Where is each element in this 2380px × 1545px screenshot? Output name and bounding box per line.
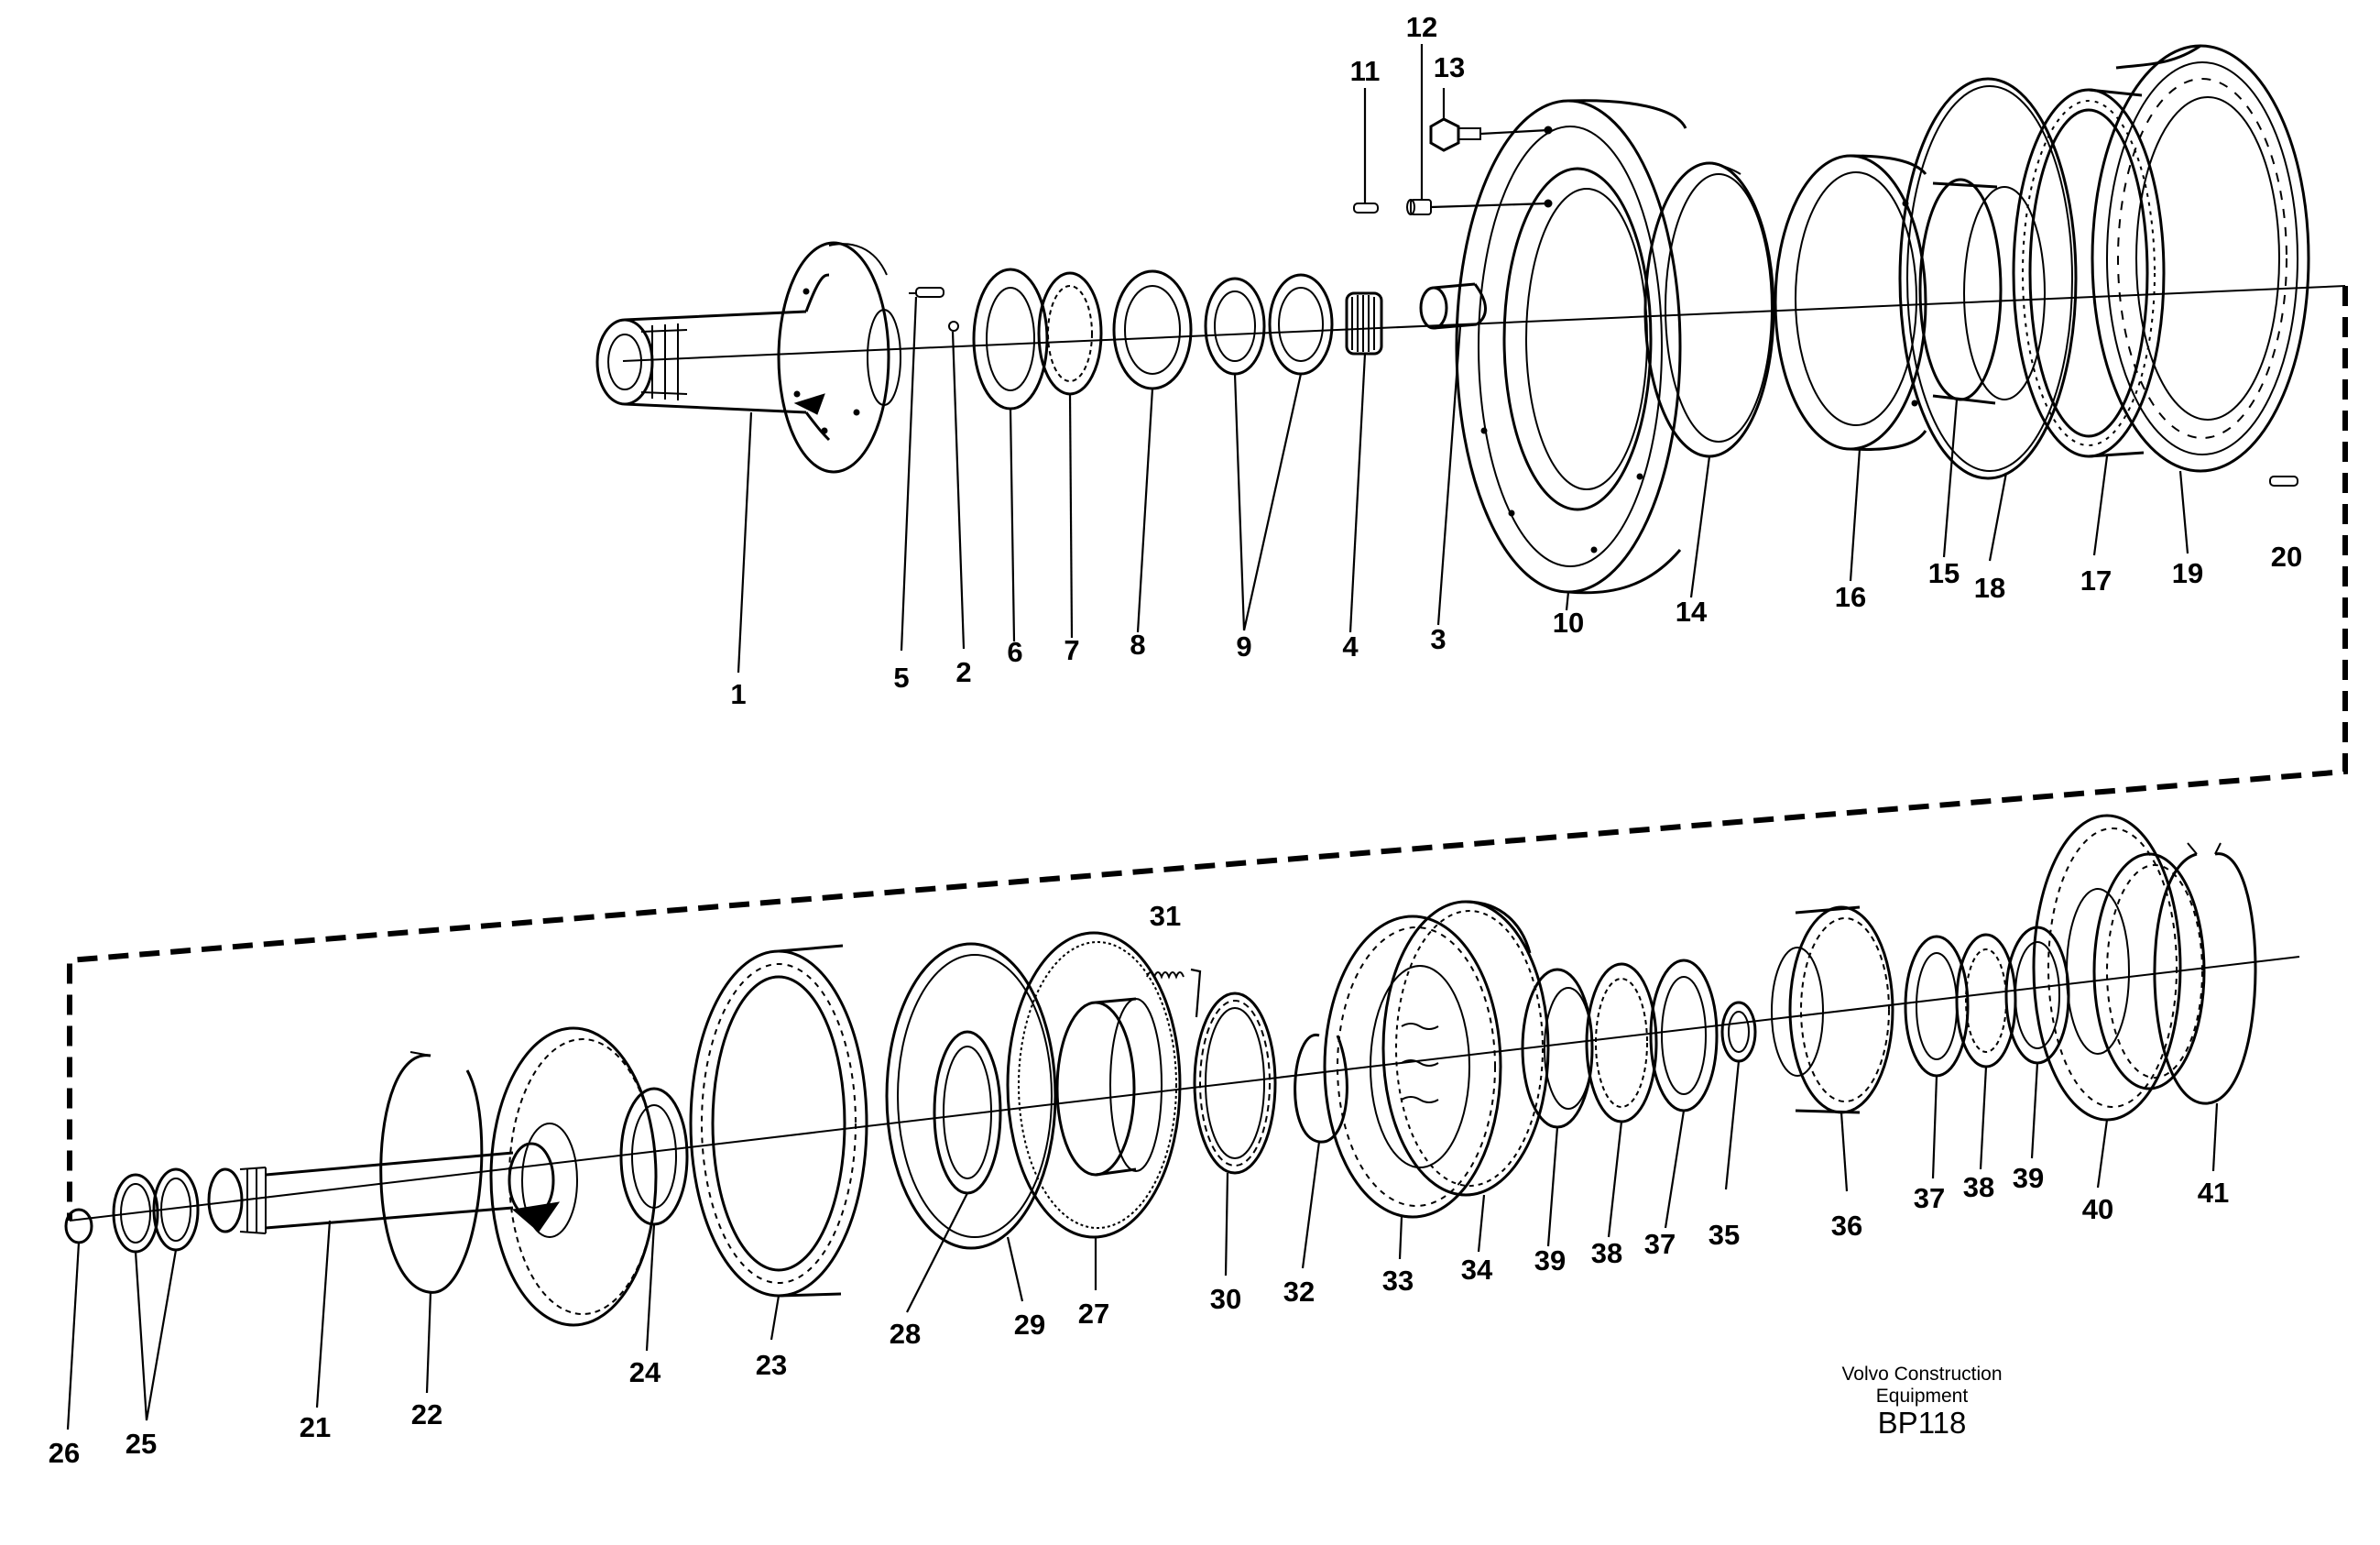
part-35-ring [1720,1001,1757,1063]
footer-code: BP118 [1878,1406,1967,1440]
part-3-bushing [1419,282,1487,330]
part-30-ball-bearing [1193,992,1277,1175]
label-8: 8 [1130,629,1145,661]
label-39-right: 39 [2013,1162,2044,1194]
label-37-right: 37 [1914,1182,1945,1214]
part-37-washer-left [1649,959,1719,1112]
part-39-ring-left [1521,968,1594,1129]
label-11: 11 [1350,55,1381,87]
part-38-bearing-left [1585,962,1658,1123]
label-25: 25 [126,1428,157,1460]
label-31: 31 [1150,900,1181,932]
part-31-spring [1146,968,1202,1018]
part-11-pin [1353,203,1379,214]
label-39-left: 39 [1534,1244,1566,1277]
gear-with-hub [489,1026,658,1327]
part-17-clutch-drum [2012,88,2166,458]
part-15-sleeve [1918,178,2046,405]
part-28-ring [933,1030,1002,1195]
part-22-circlip [379,1051,484,1294]
part-29-disc [885,942,1057,1250]
label-37-left: 37 [1644,1228,1676,1260]
footer-equipment: Equipment [1876,1386,1969,1407]
label-30: 30 [1210,1283,1241,1315]
label-9: 9 [1236,630,1251,663]
part-41-circlip [2153,842,2257,1105]
label-18: 18 [1974,572,2005,604]
label-3: 3 [1430,623,1446,655]
upper-assembly [595,44,2346,674]
part-8-bearing-race [1112,269,1193,390]
label-32: 32 [1283,1276,1315,1308]
label-27: 27 [1078,1298,1109,1330]
part-18-o-ring [1898,77,2078,480]
label-13: 13 [1434,51,1465,83]
part-20-pin [2269,476,2298,487]
label-6: 6 [1007,636,1022,668]
label-15: 15 [1928,557,1960,589]
part-4-needle-bearing [1345,291,1383,356]
part-33-friction-disc [1323,915,1502,1219]
upper-leader-lines [737,44,2189,674]
label-29: 29 [1014,1309,1045,1341]
label-38-left: 38 [1591,1237,1622,1269]
label-33: 33 [1382,1265,1414,1297]
label-20: 20 [2271,541,2302,573]
upper-axis-line [622,285,2346,362]
part-2-ball [948,321,959,332]
label-17: 17 [2080,564,2112,597]
label-2: 2 [955,656,971,688]
footer-company: Volvo Construction [1841,1364,2002,1385]
label-19: 19 [2172,557,2203,589]
label-23: 23 [756,1349,787,1381]
part-40-gear [2032,814,2206,1122]
part-1-flanged-shaft [595,241,901,474]
label-24: 24 [629,1356,661,1388]
bolt-leader-lines [1430,128,1549,209]
label-22: 22 [411,1398,442,1430]
part-23-ring-gear [689,944,868,1298]
label-38-right: 38 [1963,1171,1994,1203]
label-16: 16 [1835,581,1866,613]
lower-axis-line [69,956,2300,1222]
label-14: 14 [1676,596,1708,628]
part-36-planet-carrier [1771,905,1894,1114]
label-36: 36 [1831,1210,1862,1242]
part-32-circlip [1294,1034,1348,1144]
label-34: 34 [1461,1254,1493,1286]
label-5: 5 [893,662,909,694]
assembly-connection-line [67,286,2348,1221]
lower-assembly [64,814,2300,1430]
label-7: 7 [1064,634,1079,666]
label-12: 12 [1406,11,1437,43]
part-6-thrust-washer [972,268,1049,411]
label-35: 35 [1709,1219,1740,1251]
part-13-bolt [1429,117,1481,152]
part-14-piston [1643,161,1775,458]
part-12-bushing [1406,199,1432,215]
part-19-roller-bearing [2091,44,2310,473]
part-16-pressure-plate [1774,154,1927,451]
part-21-shaft [207,1142,555,1234]
part-5-pin [909,287,944,298]
part-37-washer-right [1904,935,1970,1078]
label-28: 28 [890,1318,921,1350]
label-41: 41 [2198,1177,2229,1209]
label-40: 40 [2082,1193,2113,1225]
part-34-steel-disc [1381,900,1550,1197]
label-10: 10 [1553,607,1584,639]
part-number-labels: 1 5 2 6 7 8 9 4 3 10 11 12 13 14 16 15 1… [49,11,2302,1469]
part-10-housing [1455,99,1687,595]
part-27-piston [1006,931,1182,1239]
label-21: 21 [300,1411,331,1443]
part-26-ring [64,1208,93,1244]
label-4: 4 [1342,630,1359,663]
lower-leader-lines [66,1060,2219,1430]
label-26: 26 [49,1437,80,1469]
part-9-rings [1204,273,1334,376]
label-1: 1 [730,678,746,710]
footer-block: Volvo Construction Equipment BP118 [1841,1364,2002,1440]
